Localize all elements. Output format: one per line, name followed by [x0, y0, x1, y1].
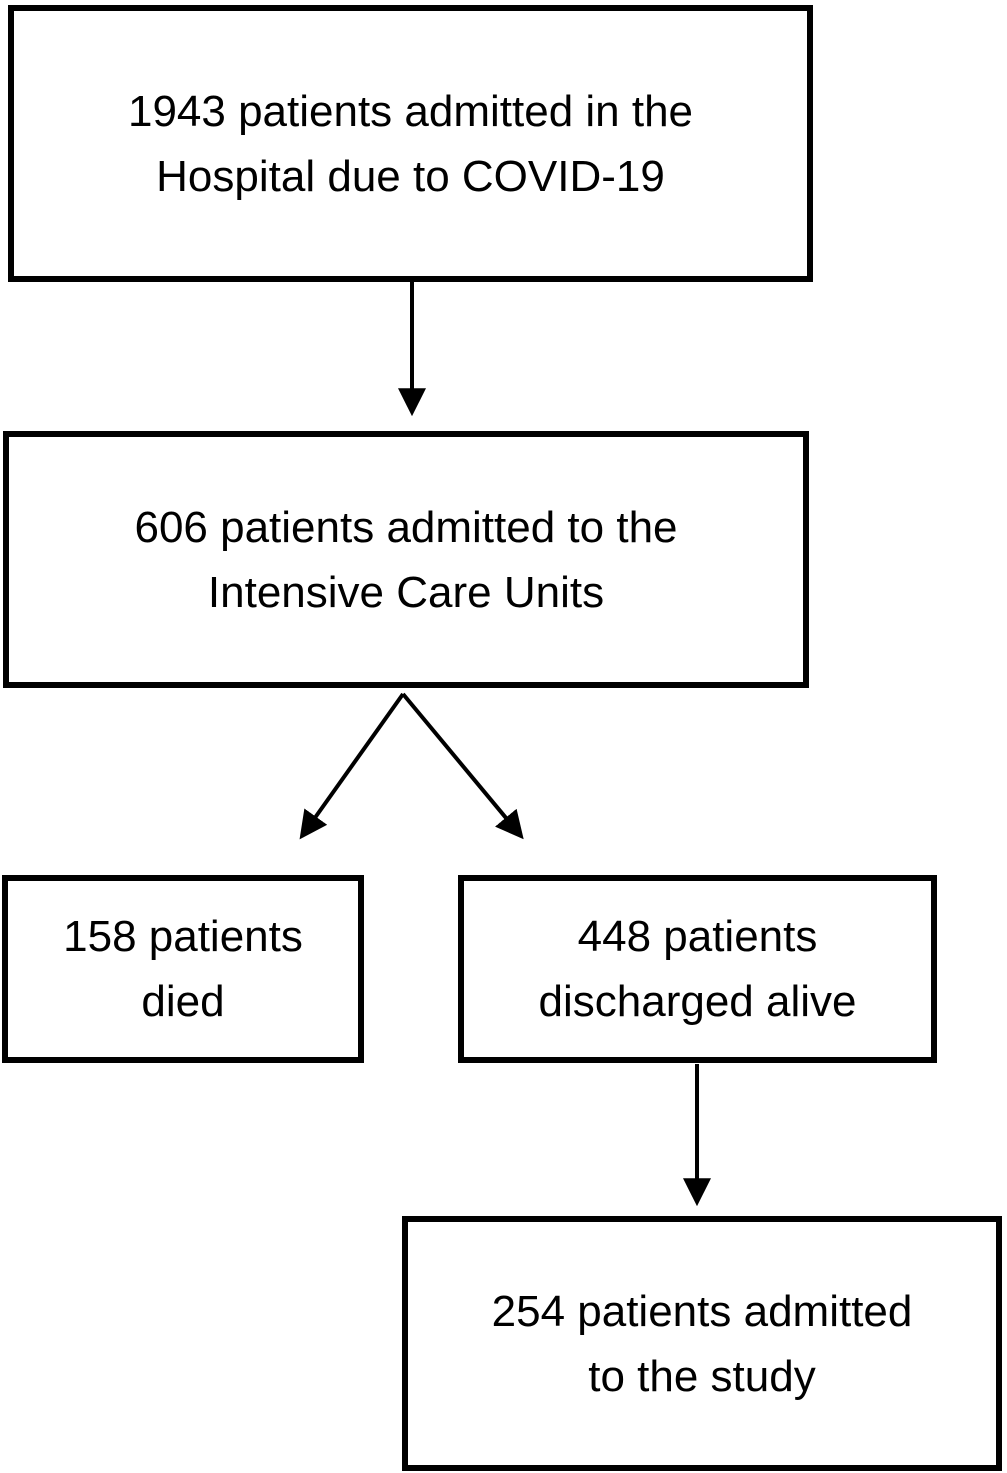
node-study-admitted-line1: 254 patients admitted: [491, 1286, 913, 1336]
node-icu-admitted-text: 606 patients admitted to the Intensive C…: [134, 495, 677, 625]
node-patients-died-line1: 158 patients: [63, 912, 303, 961]
node-patients-died-text: 158 patients died: [63, 904, 303, 1034]
node-icu-admitted-line1: 606 patients admitted to the: [134, 502, 678, 552]
node-discharged-alive-text: 448 patients discharged alive: [539, 904, 857, 1034]
node-study-admitted-text: 254 patients admitted to the study: [492, 1279, 913, 1409]
node-study-admitted: 254 patients admitted to the study: [402, 1216, 1002, 1471]
node-discharged-alive-line2: discharged alive: [538, 977, 857, 1026]
node-hospital-admitted-text: 1943 patients admitted in the Hospital d…: [128, 79, 693, 209]
node-hospital-admitted: 1943 patients admitted in the Hospital d…: [8, 5, 813, 282]
arrow-icu-to-died: [299, 692, 405, 840]
node-hospital-admitted-line2: Hospital due to COVID-19: [156, 151, 665, 201]
node-patients-died-line2: died: [141, 977, 225, 1026]
node-patients-died: 158 patients died: [2, 875, 364, 1063]
node-discharged-alive-line1: 448 patients: [577, 912, 818, 961]
node-icu-admitted: 606 patients admitted to the Intensive C…: [3, 431, 809, 688]
node-icu-admitted-line2: Intensive Care Units: [207, 567, 605, 617]
node-study-admitted-line2: to the study: [588, 1351, 816, 1401]
arrow-icu-to-discharged: [401, 692, 524, 840]
node-discharged-alive: 448 patients discharged alive: [458, 875, 937, 1063]
node-hospital-admitted-line1: 1943 patients admitted in the: [127, 86, 694, 136]
